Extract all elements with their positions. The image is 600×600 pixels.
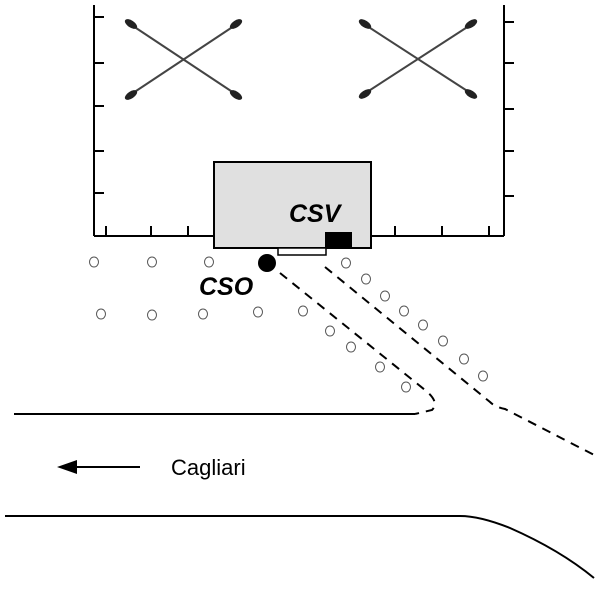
road-bottom-edge — [5, 515, 595, 579]
marker — [438, 335, 448, 347]
marker — [147, 309, 157, 321]
cso-label: CSO — [199, 273, 254, 301]
marker — [147, 256, 157, 268]
marker — [346, 341, 356, 353]
left-arrow-icon — [57, 460, 140, 474]
cso-sensor — [258, 254, 276, 272]
markers — [89, 256, 488, 393]
right-fan-icon — [358, 19, 478, 99]
marker — [399, 305, 409, 317]
gate — [277, 247, 327, 256]
marker — [253, 306, 263, 318]
direction-label: Cagliari — [171, 455, 246, 480]
marker — [478, 370, 488, 382]
marker — [418, 319, 428, 331]
csv-label: CSV — [289, 200, 343, 228]
marker — [325, 325, 335, 337]
right-fence — [371, 5, 514, 237]
marker — [89, 256, 99, 268]
marker — [380, 290, 390, 302]
path-left-dashed — [279, 272, 436, 415]
marker — [298, 305, 308, 317]
marker — [204, 256, 214, 268]
marker — [341, 257, 351, 269]
marker — [375, 361, 385, 373]
marker — [96, 308, 106, 320]
left-fan-icon — [124, 19, 243, 100]
marker — [361, 273, 371, 285]
csv-sensor — [325, 232, 352, 247]
marker — [198, 308, 208, 320]
path-right-dashed — [324, 266, 599, 458]
marker — [401, 381, 411, 393]
marker — [459, 353, 469, 365]
left-fence — [93, 5, 215, 237]
